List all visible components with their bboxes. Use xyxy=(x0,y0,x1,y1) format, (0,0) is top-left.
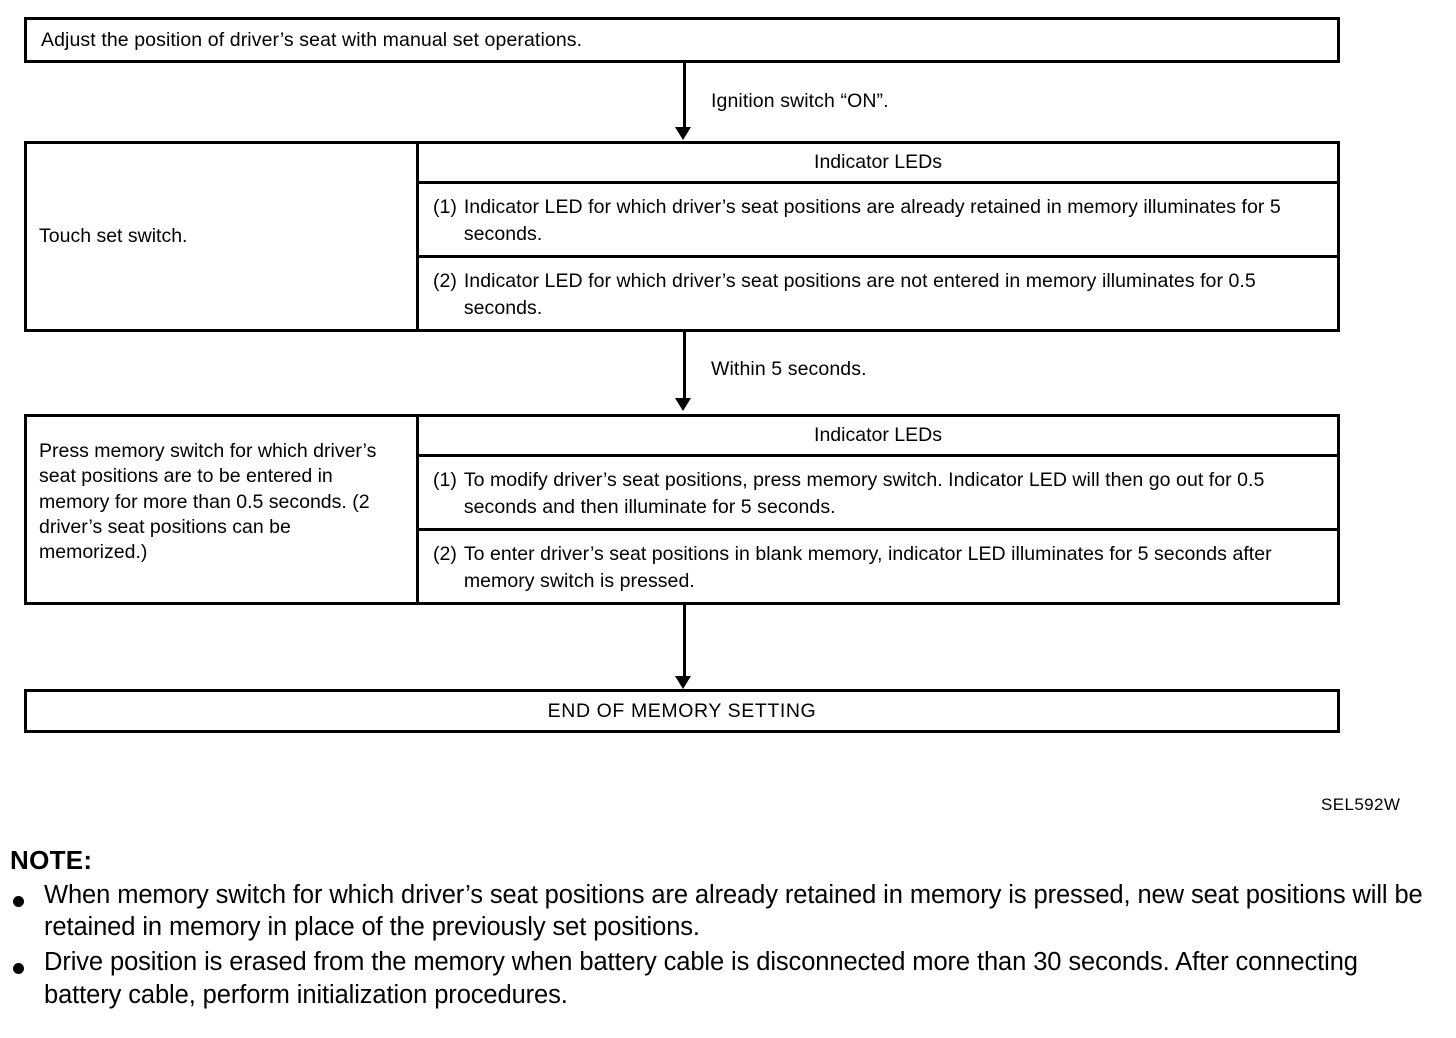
connector-2-line xyxy=(683,332,686,399)
flow-step-1-box: Adjust the position of driver’s seat wit… xyxy=(24,17,1340,63)
flow-step-3-action-cell: Press memory switch for which driver’s s… xyxy=(27,417,419,602)
flow-step-3-result-header: Indicator LEDs xyxy=(419,417,1337,457)
flow-step-2-result-row-2: (2) Indicator LED for which driver’s sea… xyxy=(419,258,1337,329)
connector-2-arrowhead xyxy=(675,398,691,411)
flow-step-3-result-row-1: (1) To modify driver’s seat positions, p… xyxy=(419,457,1337,531)
note-item-1-text: When memory switch for which driver’s se… xyxy=(44,881,1423,942)
flow-step-2-result-header: Indicator LEDs xyxy=(419,144,1337,184)
bullet-icon xyxy=(0,879,44,916)
note-block: NOTE: When memory switch for which drive… xyxy=(0,845,1456,1011)
connector-1-label: Ignition switch “ON”. xyxy=(711,90,889,112)
connector-1-arrowhead xyxy=(675,127,691,140)
flow-step-4-end-text: END OF MEMORY SETTING xyxy=(547,699,817,722)
flow-step-2-action-text: Touch set switch. xyxy=(39,224,188,247)
flow-step-1-text: Adjust the position of driver’s seat wit… xyxy=(41,28,583,51)
note-list-item: When memory switch for which driver’s se… xyxy=(0,879,1456,943)
note-item-2-text: Drive position is erased from the memory… xyxy=(44,948,1358,1009)
figure-id-label: SEL592W xyxy=(1321,795,1401,814)
flow-step-2-result-row-1-marker: (1) xyxy=(433,196,457,218)
flow-step-4-end-box: END OF MEMORY SETTING xyxy=(24,689,1340,733)
flow-step-3-result-row-2: (2) To enter driver’s seat positions in … xyxy=(419,531,1337,602)
note-title: NOTE: xyxy=(10,845,93,875)
flow-step-3-result-cell: Indicator LEDs (1) To modify driver’s se… xyxy=(419,417,1337,602)
flow-step-3-result-row-1-marker: (1) xyxy=(433,469,457,491)
flow-step-3-box: Press memory switch for which driver’s s… xyxy=(24,414,1340,605)
flow-step-2-result-row-2-marker: (2) xyxy=(433,270,457,292)
flow-step-2-box: Touch set switch. Indicator LEDs (1) Ind… xyxy=(24,141,1340,332)
flow-step-3-result-row-2-marker: (2) xyxy=(433,543,457,565)
connector-2-label: Within 5 seconds. xyxy=(711,358,867,380)
note-list-item: Drive position is erased from the memory… xyxy=(0,946,1456,1010)
bullet-icon xyxy=(0,946,44,983)
flow-step-2-result-row-1: (1) Indicator LED for which driver’s sea… xyxy=(419,184,1337,258)
flow-step-3-result-row-2-text: To enter driver’s seat positions in blan… xyxy=(463,543,1272,592)
flow-step-2-action-cell: Touch set switch. xyxy=(27,144,419,329)
connector-1-line xyxy=(683,63,686,128)
flow-step-2-result-cell: Indicator LEDs (1) Indicator LED for whi… xyxy=(419,144,1337,329)
connector-3-arrowhead xyxy=(675,676,691,689)
connector-3-line xyxy=(683,605,686,679)
flow-step-2-result-row-1-text: Indicator LED for which driver’s seat po… xyxy=(463,196,1281,245)
flow-step-3-result-row-1-text: To modify driver’s seat positions, press… xyxy=(463,469,1265,518)
flow-step-3-action-text: Press memory switch for which driver’s s… xyxy=(39,440,377,564)
flow-step-2-result-row-2-text: Indicator LED for which driver’s seat po… xyxy=(463,270,1256,319)
